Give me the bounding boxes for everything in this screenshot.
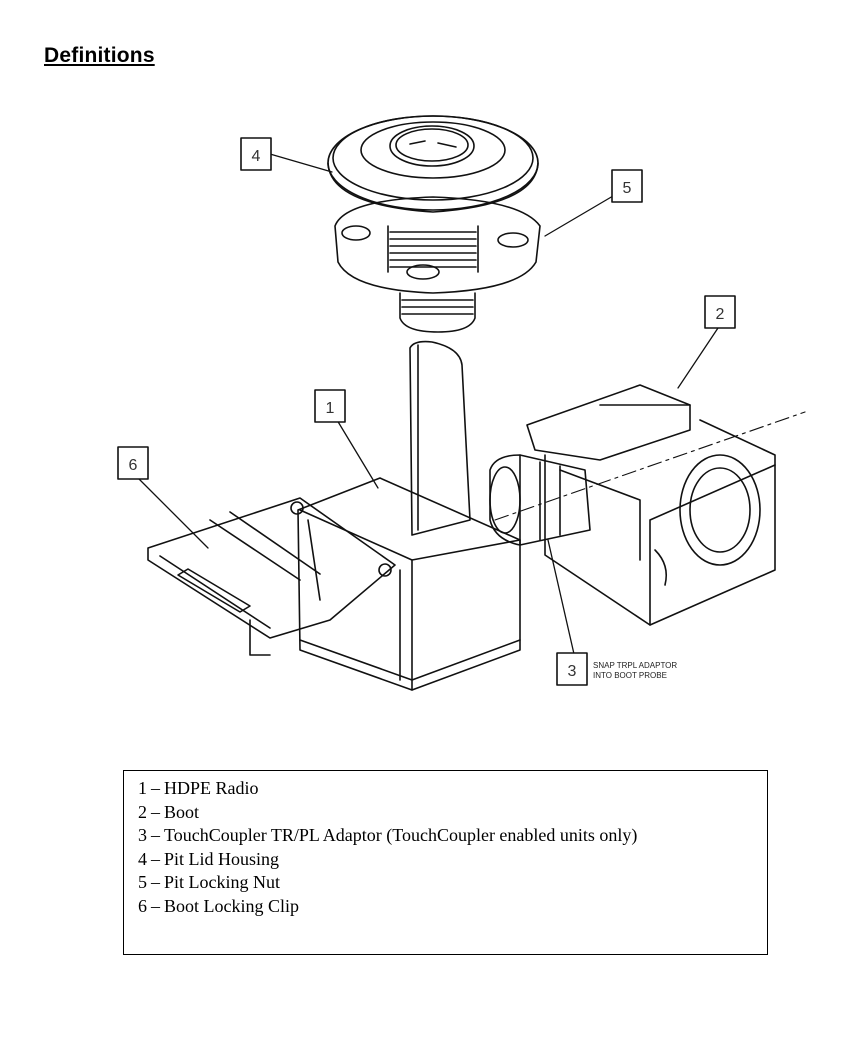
- legend-item-label: Boot Locking Clip: [164, 896, 299, 916]
- callout-4: 4: [241, 138, 271, 170]
- callout-1: 1: [315, 390, 345, 422]
- legend-item: 2–Boot: [138, 801, 767, 825]
- callout-3: 3: [557, 653, 587, 685]
- legend-item-number: 2: [138, 802, 147, 822]
- legend-item: 6–Boot Locking Clip: [138, 895, 767, 919]
- callout-5: 5: [612, 170, 642, 202]
- callout-4-label: 4: [252, 148, 261, 165]
- callout-1-label: 1: [326, 400, 335, 417]
- legend-item-number: 3: [138, 825, 147, 845]
- pit-locking-nut-part: [335, 197, 540, 332]
- legend-item-number: 4: [138, 849, 147, 869]
- legend-item-label: HDPE Radio: [164, 778, 259, 798]
- adaptor-note-line-2: INTO BOOT PROBE: [593, 671, 667, 680]
- legend-item-label: TouchCoupler TR/PL Adaptor (TouchCoupler…: [164, 825, 637, 845]
- legend-item-number: 1: [138, 778, 147, 798]
- callout-6-label: 6: [129, 457, 138, 474]
- legend-item: 4–Pit Lid Housing: [138, 848, 767, 872]
- legend-item-label: Pit Lid Housing: [164, 849, 279, 869]
- legend-item: 3–TouchCoupler TR/PL Adaptor (TouchCoupl…: [138, 824, 767, 848]
- legend-item-number: 6: [138, 896, 147, 916]
- boot-part: [527, 385, 775, 625]
- legend-item: 1–HDPE Radio: [138, 777, 767, 801]
- legend-item-label: Pit Locking Nut: [164, 872, 280, 892]
- legend-item-label: Boot: [164, 802, 199, 822]
- callout-5-label: 5: [623, 180, 632, 197]
- exploded-assembly-drawing: 4 5 2 1 6 3 SNAP TRPL ADAPTOR INTO BOOT …: [0, 0, 854, 760]
- callout-3-label: 3: [568, 663, 577, 680]
- boot-locking-clip-part: [148, 498, 395, 655]
- leader-lines: [138, 154, 718, 654]
- callout-2: 2: [705, 296, 735, 328]
- adaptor-note-line-1: SNAP TRPL ADAPTOR: [593, 661, 677, 670]
- touchcoupler-adaptor-part: [490, 455, 590, 545]
- definitions-legend: 1–HDPE Radio 2–Boot 3–TouchCoupler TR/PL…: [123, 770, 768, 955]
- callout-2-label: 2: [716, 306, 725, 323]
- callout-6: 6: [118, 447, 148, 479]
- legend-item-number: 5: [138, 872, 147, 892]
- legend-item: 5–Pit Locking Nut: [138, 871, 767, 895]
